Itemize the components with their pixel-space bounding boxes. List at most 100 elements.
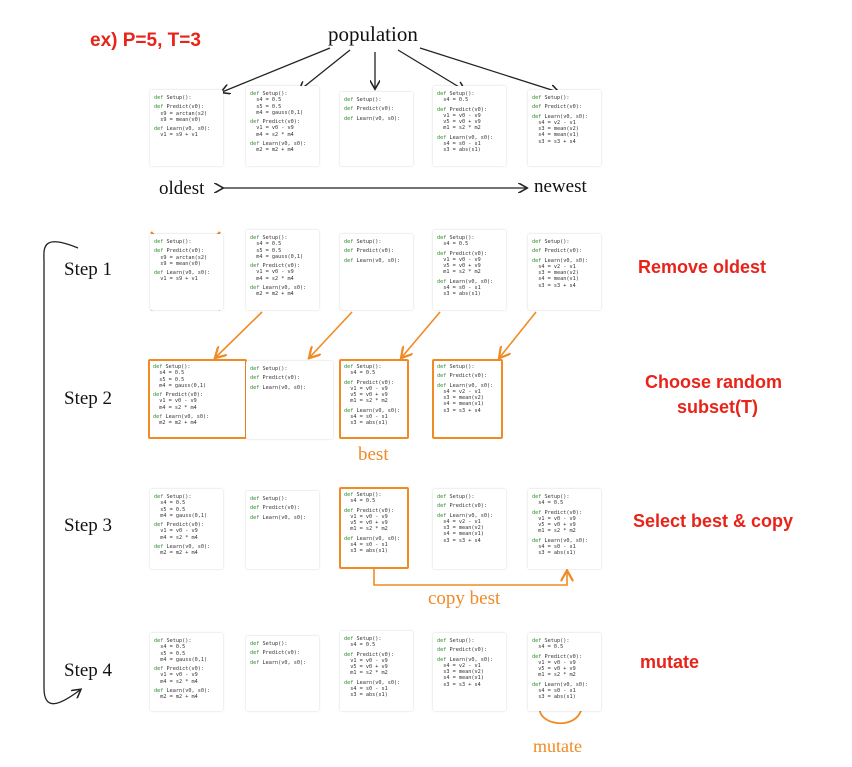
step-2-description-line2: subset(T) [677, 397, 758, 417]
code-line: s4 = s0 - s1 [437, 141, 481, 148]
program-code: def Setup():def Predict(v0):def Learn(v0… [437, 364, 498, 414]
code-line: def Learn(v0, s0): [344, 115, 401, 122]
code-line: m4 = gauss(0,1) [154, 656, 208, 663]
code-line: v1 = s9 + v1 [154, 132, 198, 139]
program-code: def Setup(): s4 = 0.5 def Predict(v0): v1… [437, 235, 502, 298]
code-line: def Predict(v0): [437, 647, 487, 654]
code-line: def Predict(v0): [437, 106, 487, 113]
code-line: def Learn(v0, s0): [344, 407, 401, 414]
code-line: def Setup(): [437, 638, 475, 644]
code-line: v1 = v0 - v9 [153, 398, 197, 405]
step-4-label: Step 4 [64, 660, 113, 681]
code-line: m1 = s2 * m2 [437, 269, 481, 276]
code-line: s4 = mean(v1) [437, 675, 484, 682]
code-line: v1 = v0 - v9 [437, 256, 481, 263]
code-line: def Setup(): [250, 91, 288, 97]
code-line: v1 = v0 - v9 [344, 513, 388, 520]
code-line: def Predict(v0): [250, 505, 300, 512]
code-line: def Setup(): [532, 638, 570, 644]
arrow-to-program-1 [222, 47, 331, 92]
code-line: m4 = s2 * m4 [250, 275, 294, 282]
code-line: def Predict(v0): [532, 248, 582, 255]
step-2-description-line1: Choose random [645, 372, 783, 392]
code-line: s3 = s3 + s4 [532, 138, 576, 145]
code-line: def Setup(): [154, 95, 192, 101]
code-line: def Learn(v0, s0): [250, 141, 307, 148]
oldest-label: oldest [159, 178, 205, 199]
code-line: s4 = 0.5 [344, 370, 376, 377]
code-line: def Predict(v0): [344, 507, 394, 514]
code-line: s4 = 0.5 [250, 97, 282, 104]
code-line: v1 = v0 - v9 [250, 269, 294, 276]
code-line: def Learn(v0, s0): [437, 278, 494, 285]
code-line: v1 = v0 - v9 [344, 657, 388, 664]
code-line: v5 = v0 + v9 [532, 666, 576, 673]
code-line: s3 = mean(v2) [437, 525, 484, 532]
program-code: def Setup():def Predict(v0): s9 = arctan… [154, 239, 219, 283]
code-line: s3 = mean(v2) [437, 395, 484, 402]
program-card-selected: def Setup():def Predict(v0):def Learn(v0… [432, 359, 503, 439]
code-line: s4 = s0 - s1 [532, 544, 576, 551]
program-code: def Setup(): s4 = 0.5 s5 = 0.5 m4 = gaus… [154, 638, 219, 701]
code-line: def Learn(v0, s0): [532, 537, 589, 544]
code-line: s4 = s0 - s1 [344, 686, 388, 693]
program-card: def Setup(): s4 = 0.5 def Predict(v0): v1… [433, 230, 506, 310]
program-card-removed: def Setup():def Predict(v0): s9 = arctan… [150, 234, 223, 310]
program-code: def Setup():def Predict(v0):def Learn(v0… [437, 494, 502, 544]
code-line: def Predict(v0): [250, 119, 300, 126]
code-line: def Setup(): [532, 239, 570, 245]
code-line: def Setup(): [250, 641, 288, 647]
code-line: v1 = s9 + v1 [154, 276, 198, 283]
program-card: def Setup(): s4 = 0.5 s5 = 0.5 m4 = gaus… [246, 230, 319, 310]
step-3-label: Step 3 [64, 515, 113, 536]
code-line: m4 = s2 * m4 [153, 404, 197, 411]
code-line: s9 = mean(v0) [154, 116, 201, 123]
code-line: m4 = gauss(0,1) [154, 512, 208, 519]
code-line: def Learn(v0, s0): [532, 113, 589, 120]
code-line: s4 = 0.5 [344, 642, 376, 649]
code-line: m4 = s2 * m4 [154, 534, 198, 541]
program-code: def Setup(): s4 = 0.5 s5 = 0.5 m4 = gaus… [250, 235, 315, 298]
shift-arrows [216, 311, 537, 357]
code-line: m1 = s2 * m2 [344, 526, 388, 533]
code-line: s3 = mean(v2) [437, 669, 484, 676]
code-line: def Setup(): [437, 235, 475, 241]
code-line: s5 = 0.5 [250, 247, 282, 254]
program-card: def Setup():def Predict(v0):def Learn(v0… [433, 489, 506, 569]
code-line: def Predict(v0): [344, 106, 394, 113]
code-line: s4 = 0.5 [532, 500, 564, 507]
code-line: m2 = m2 + m4 [250, 291, 294, 298]
code-line: v5 = v0 + v9 [344, 520, 388, 527]
program-code: def Setup():def Predict(v0):def Learn(v0… [532, 95, 597, 145]
program-code: def Setup():def Predict(v0):def Learn(v0… [344, 239, 409, 264]
code-line: def Learn(v0, s0): [532, 257, 589, 264]
code-line: s9 = arctan(s2) [154, 110, 208, 117]
step-4-description: mutate [640, 652, 700, 672]
code-line: def Learn(v0, s0): [437, 134, 494, 141]
program-card: def Setup():def Predict(v0):def Learn(v0… [340, 92, 413, 166]
program-card: def Setup():def Predict(v0):def Learn(v0… [528, 90, 601, 166]
code-line: s4 = 0.5 [344, 498, 376, 505]
code-line: s3 = abs(s1) [437, 147, 481, 154]
code-line: m4 = s2 * m4 [250, 131, 294, 138]
code-line: v1 = v0 - v9 [154, 528, 198, 535]
code-line: s4 = mean(v1) [437, 401, 484, 408]
code-line: s4 = v2 - v1 [437, 388, 481, 395]
code-line: def Learn(v0, s0): [532, 681, 589, 688]
code-line: s3 = s3 + s4 [532, 282, 576, 289]
code-line: def Predict(v0): [437, 250, 487, 257]
code-line: s3 = mean(v2) [532, 270, 579, 277]
code-line: s3 = s3 + s4 [437, 681, 481, 688]
program-card: def Setup(): s4 = 0.5 s5 = 0.5 m4 = gaus… [150, 489, 223, 569]
code-line: def Setup(): [344, 239, 382, 245]
code-line: s4 = 0.5 [154, 500, 186, 507]
code-line: def Learn(v0, s0): [437, 382, 494, 389]
program-code: def Setup():def Predict(v0):def Learn(v0… [344, 97, 409, 122]
code-line: def Learn(v0, s0): [250, 659, 307, 666]
code-line: v5 = v0 + v9 [532, 522, 576, 529]
population-arrows [222, 47, 558, 92]
code-line: s4 = 0.5 [437, 241, 469, 248]
